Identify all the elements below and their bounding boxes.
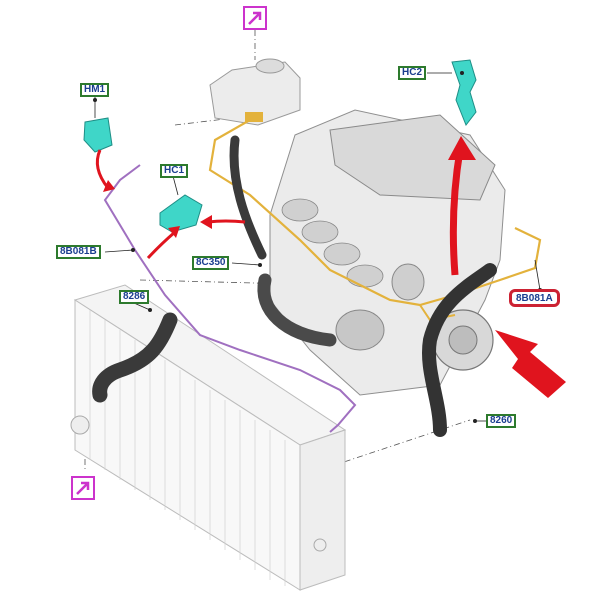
callout-hc1[interactable]: HC1 — [160, 164, 189, 178]
callout-8b081a[interactable]: 8B081A — [509, 289, 560, 307]
navigate-arrow-icon[interactable] — [71, 476, 95, 500]
callout-leaders — [94, 72, 541, 422]
callout-8b081b[interactable]: 8B081B — [56, 245, 101, 259]
callout-8260[interactable]: 8260 — [486, 414, 517, 428]
red-arrows — [95, 136, 566, 398]
hc2-clip — [451, 59, 477, 127]
engine-block — [269, 109, 506, 396]
hoses — [92, 135, 497, 437]
callout-hm1[interactable]: HM1 — [80, 83, 110, 97]
callout-hc2[interactable]: HC2 — [398, 66, 427, 80]
navigate-arrow-icon[interactable] — [243, 6, 267, 30]
callout-8286[interactable]: 8286 — [119, 290, 150, 304]
wiring-harness — [208, 119, 542, 307]
expansion-tank — [209, 58, 301, 126]
callout-8c350[interactable]: 8C350 — [192, 256, 230, 270]
purple-bleed-pipe — [103, 164, 357, 433]
hc1-clip — [159, 194, 203, 233]
hm1-clip — [83, 117, 113, 153]
